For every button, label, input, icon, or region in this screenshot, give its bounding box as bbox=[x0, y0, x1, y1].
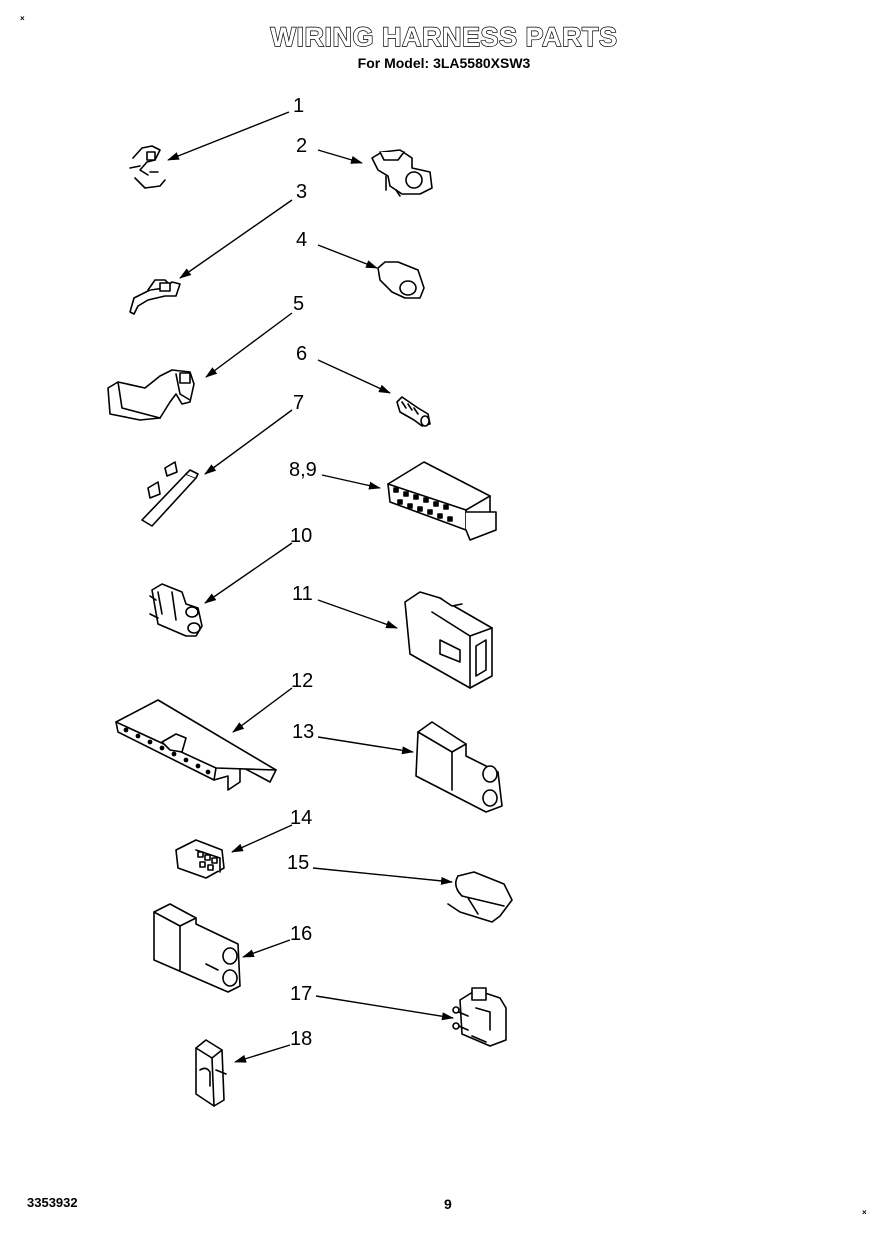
callout-17: 17 bbox=[290, 983, 313, 1005]
part-15-sleeve-clip bbox=[447, 871, 513, 923]
callout-11: 11 bbox=[292, 583, 313, 605]
callout-14: 14 bbox=[290, 807, 313, 829]
callout-13: 13 bbox=[292, 721, 315, 743]
leader-12 bbox=[232, 687, 293, 733]
callout-16: 16 bbox=[290, 923, 313, 945]
callout-15: 15 bbox=[287, 852, 310, 874]
leader-4 bbox=[317, 244, 378, 269]
model-subtitle: For Model: 3LA5580XSW3 bbox=[357, 55, 531, 71]
part-8-9-multipin-connector bbox=[387, 461, 497, 541]
leader-18 bbox=[234, 1044, 291, 1063]
leader-16 bbox=[242, 939, 291, 958]
part-2-cable-clamp bbox=[371, 149, 433, 197]
page-title: WIRING HARNESS PARTS bbox=[270, 21, 618, 52]
part-7-bar-clip bbox=[141, 461, 199, 527]
leader-1 bbox=[167, 111, 290, 161]
part-3-wire-clip bbox=[129, 279, 181, 315]
callout-12: 12 bbox=[291, 670, 314, 692]
page-number: 9 bbox=[444, 1196, 452, 1212]
leader-8-9 bbox=[321, 474, 381, 490]
leader-5 bbox=[205, 312, 293, 378]
callout-10: 10 bbox=[290, 525, 313, 547]
part-11-housing bbox=[404, 591, 493, 689]
leader-3 bbox=[179, 199, 293, 279]
leader-13 bbox=[317, 736, 414, 755]
leader-14 bbox=[231, 824, 293, 853]
callout-4: 4 bbox=[296, 229, 308, 251]
document-number: 3353932 bbox=[27, 1195, 78, 1210]
callout-18: 18 bbox=[290, 1028, 313, 1050]
callout-3: 3 bbox=[296, 181, 308, 203]
corner-mark-bottom: × bbox=[862, 1208, 867, 1217]
callout-1: 1 bbox=[293, 95, 305, 117]
leader-7 bbox=[204, 409, 293, 475]
part-10-plug-connector bbox=[149, 583, 203, 637]
part-18-retainer-clip bbox=[195, 1039, 227, 1107]
leader-2 bbox=[317, 149, 363, 164]
leader-17 bbox=[315, 995, 454, 1021]
callout-7: 7 bbox=[293, 392, 305, 414]
callout-8-9: 8,9 bbox=[289, 459, 317, 481]
part-6-plug-rivet bbox=[396, 396, 431, 427]
leader-10 bbox=[204, 542, 293, 604]
part-17-terminal-block bbox=[452, 987, 507, 1047]
leader-15 bbox=[312, 867, 453, 885]
part-1-wire-clip bbox=[129, 145, 166, 189]
leader-lines bbox=[167, 111, 454, 1063]
leader-11 bbox=[317, 599, 398, 629]
part-13-two-pin-housing bbox=[415, 721, 503, 813]
part-4-ring bbox=[377, 261, 425, 299]
part-5-strap-clamp bbox=[107, 369, 195, 421]
part-14-small-connector bbox=[175, 839, 225, 879]
part-12-strip-connector bbox=[115, 699, 277, 791]
part-16-connector-housing bbox=[153, 903, 241, 993]
leader-6 bbox=[317, 359, 391, 394]
callout-2: 2 bbox=[296, 135, 308, 157]
callout-6: 6 bbox=[296, 343, 308, 365]
callout-5: 5 bbox=[293, 293, 305, 315]
corner-mark-top: × bbox=[20, 14, 25, 23]
